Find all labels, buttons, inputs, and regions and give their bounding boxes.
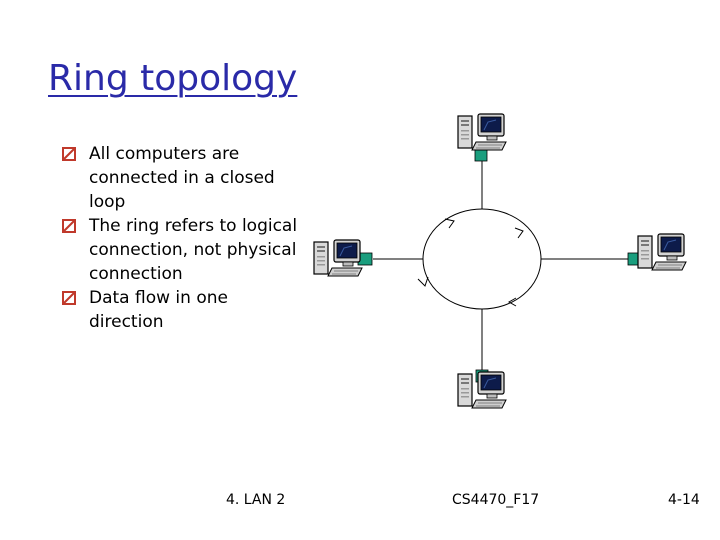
bullet-list: All computers are connected in a closed … (62, 142, 298, 334)
computer-bottom-icon (457, 371, 507, 409)
ring-arrow-top-right-icon (514, 227, 524, 239)
ring-loop (422, 208, 542, 310)
ring-arrow-left-icon (417, 276, 429, 287)
bullet-marker-icon (62, 219, 76, 233)
ring-arrow-top-left-icon (444, 218, 455, 229)
bullet-item: The ring refers to logical connection, n… (62, 214, 298, 286)
connector-top (474, 149, 488, 162)
computer-left-icon (313, 239, 363, 277)
bullet-text: The ring refers to logical connection, n… (89, 216, 298, 284)
bullet-item: Data flow in one direction (62, 286, 298, 334)
ring-arrow-bottom-right-icon (507, 297, 517, 307)
slide-title: Ring topology (48, 58, 298, 99)
bullet-marker-icon (62, 147, 76, 161)
footer-section: 4. LAN 2 (226, 492, 286, 508)
computer-top-icon (457, 113, 507, 151)
computer-right-icon (637, 233, 687, 271)
footer-course: CS4470_F17 (452, 492, 540, 508)
footer-page-number: 4-14 (668, 492, 700, 508)
bullet-text: All computers are connected in a closed … (89, 144, 275, 212)
bullet-text: Data flow in one direction (89, 288, 228, 332)
bullet-item: All computers are connected in a closed … (62, 142, 298, 214)
bullet-marker-icon (62, 291, 76, 305)
